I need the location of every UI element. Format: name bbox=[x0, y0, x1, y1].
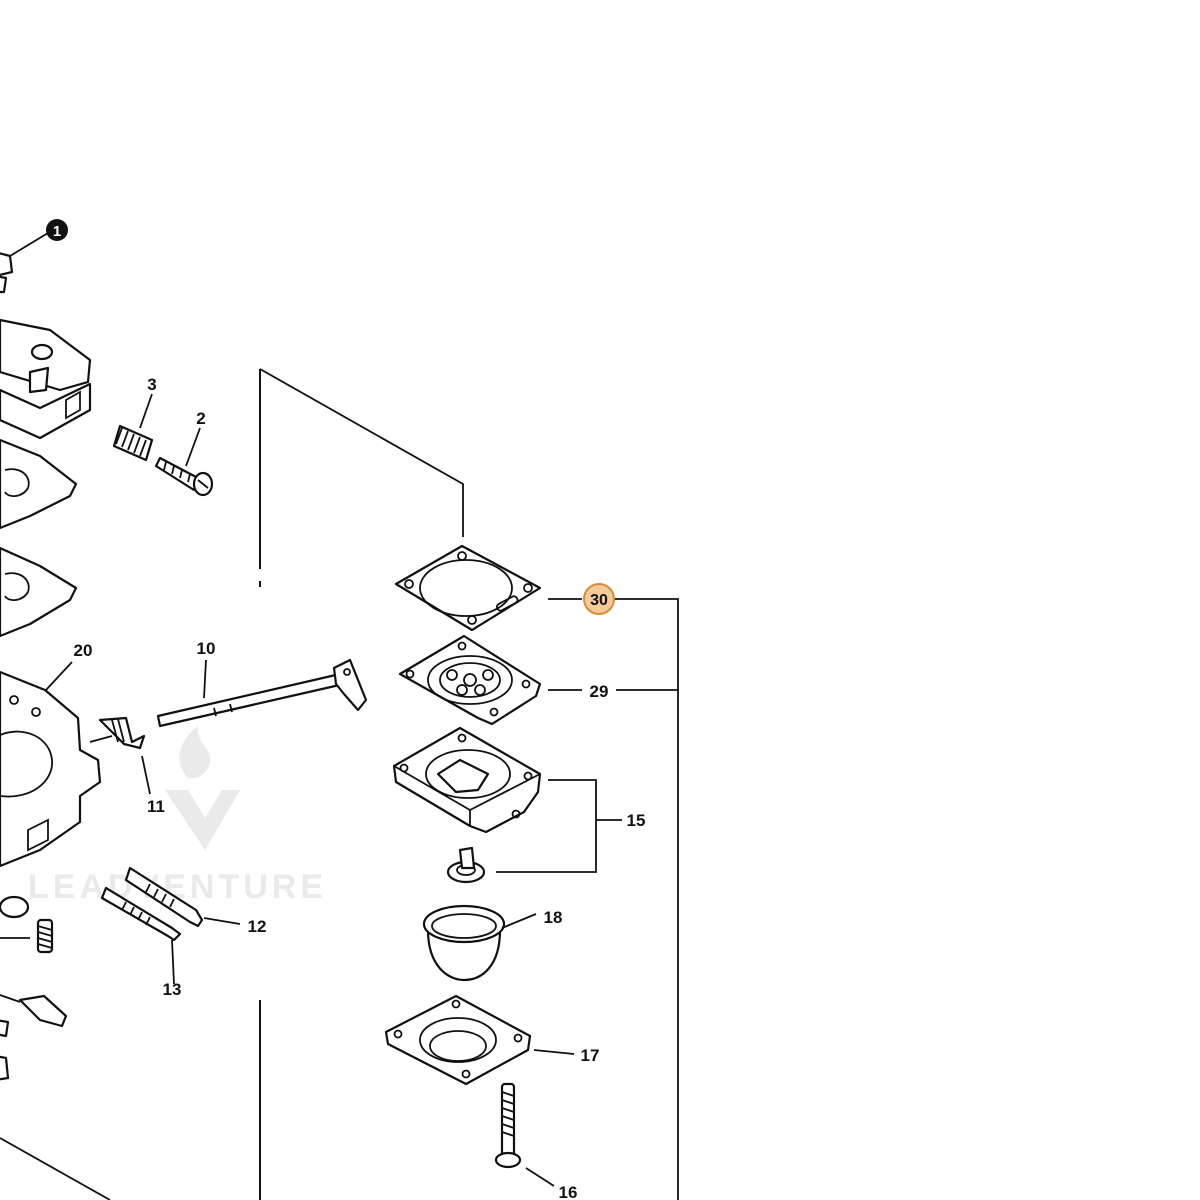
part-18-primer-bulb bbox=[422, 904, 506, 982]
callout-12: 12 bbox=[248, 917, 267, 936]
carburetor-body-assembly bbox=[0, 252, 102, 1081]
callout-10: 10 bbox=[197, 639, 216, 658]
part-30-gasket bbox=[394, 544, 542, 632]
part-12-needle bbox=[124, 866, 204, 928]
callout-1-label: 1 bbox=[53, 223, 61, 240]
callout-30-label: 30 bbox=[590, 592, 608, 609]
callout-17: 17 bbox=[581, 1046, 600, 1065]
part-2-screw bbox=[154, 456, 214, 497]
callout-11: 11 bbox=[147, 797, 165, 816]
callout-13: 13 bbox=[163, 980, 182, 999]
callout-20: 20 bbox=[74, 641, 93, 660]
part-29-diaphragm bbox=[398, 634, 542, 726]
callout-2: 2 bbox=[196, 409, 205, 428]
part-17-cover bbox=[384, 994, 532, 1086]
watermark-flame-icon bbox=[179, 726, 211, 779]
callout-1: 1 bbox=[46, 219, 68, 241]
callout-16: 16 bbox=[559, 1183, 578, 1200]
assembly-frame-lines bbox=[0, 368, 464, 1200]
part-16-screw bbox=[494, 1082, 522, 1169]
part-11-spring bbox=[98, 716, 146, 750]
callout-18: 18 bbox=[544, 908, 563, 927]
callout-3: 3 bbox=[147, 375, 156, 394]
callout-30[interactable]: 30 bbox=[583, 583, 615, 615]
callout-29: 29 bbox=[590, 682, 609, 701]
callout-15: 15 bbox=[627, 811, 646, 830]
part-3-spring bbox=[112, 424, 154, 462]
watermark-logo-icon bbox=[165, 790, 240, 850]
leader-lines bbox=[9, 232, 679, 1200]
part-15-cover bbox=[392, 726, 542, 834]
part-15-needle-valve bbox=[446, 846, 486, 884]
part-13-needle bbox=[100, 886, 182, 942]
part-10-shaft bbox=[156, 658, 368, 728]
